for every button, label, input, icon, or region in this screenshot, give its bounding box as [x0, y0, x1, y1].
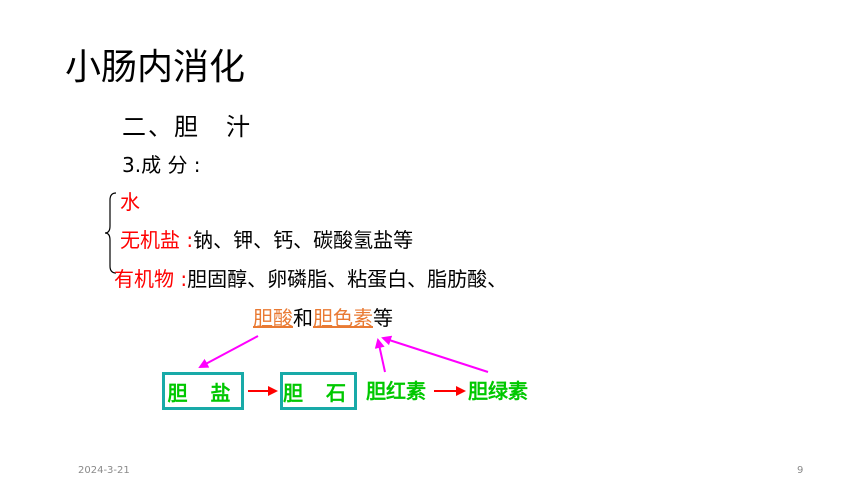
- bile-acid-link: 胆酸: [253, 306, 293, 330]
- biliverdin-to-pigment-arrow: [381, 335, 489, 373]
- item-label: 有机物 :: [114, 267, 188, 291]
- slide-date: 2024-3-21: [78, 465, 130, 476]
- bilirubin-label: 胆红素: [366, 379, 426, 403]
- item-text: 钠、钾、钙、碳酸氢盐等: [193, 228, 414, 252]
- bile-salt-box: 胆 盐: [162, 372, 244, 410]
- item-text: 胆固醇、卵磷脂、粘蛋白、脂肪酸、: [187, 267, 508, 291]
- section-heading: 二、胆 汁: [122, 113, 252, 141]
- biliverdin-label: 胆绿素: [468, 379, 528, 403]
- bilirubin-to-pigment-arrow: [374, 338, 386, 373]
- item-label: 无机盐 :: [120, 228, 194, 252]
- curly-brace-icon: [104, 192, 117, 274]
- gallstone-box: 胆 石: [280, 372, 357, 410]
- connector-text: 和: [293, 306, 313, 330]
- organic-continuation: 胆酸和胆色素等: [253, 303, 393, 333]
- suffix-text: 等: [373, 306, 393, 330]
- item-water: 水: [120, 187, 140, 217]
- component-label: 3.成 分 :: [122, 153, 201, 177]
- acid-to-salt-arrow: [198, 335, 259, 368]
- item-organic-matter: 有机物 :胆固醇、卵磷脂、粘蛋白、脂肪酸、: [114, 264, 507, 294]
- item-label: 水: [120, 190, 140, 214]
- item-inorganic-salts: 无机盐 :钠、钾、钙、碳酸氢盐等: [120, 225, 413, 255]
- slide-title: 小肠内消化: [65, 47, 246, 88]
- bile-pigment-link: 胆色素: [313, 306, 373, 330]
- page-number: 9: [797, 465, 804, 476]
